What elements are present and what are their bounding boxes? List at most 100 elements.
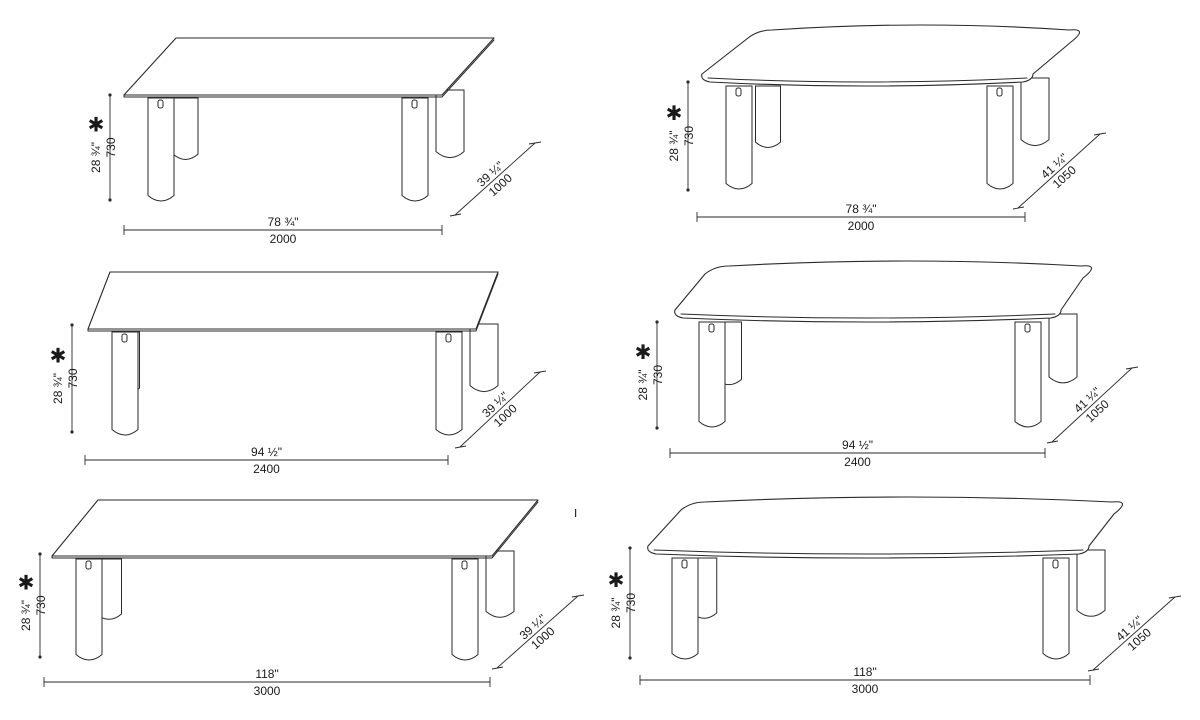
height-mm-label: 730 xyxy=(34,595,48,615)
depth-dimension-tick xyxy=(1046,440,1059,444)
depth-dimension-line xyxy=(459,371,541,448)
table-top xyxy=(87,271,499,330)
height-inches-label: 28 ¾" xyxy=(636,370,650,401)
back-leg-right xyxy=(469,323,499,393)
height-dimension-end xyxy=(108,198,112,202)
height-mm-label: 730 xyxy=(651,365,665,385)
depth-dimension-tick xyxy=(1087,668,1100,672)
back-leg-right xyxy=(1048,313,1078,384)
height-dimension-end xyxy=(38,552,42,556)
back-leg-left xyxy=(755,85,781,148)
height-inches-label: 28 ¾" xyxy=(19,600,33,631)
depth-dimension-tick xyxy=(491,666,504,670)
depth-dimension-line xyxy=(1017,133,1101,209)
height-inches-label: 28 ¾" xyxy=(51,373,65,404)
depth-dimension-tick xyxy=(528,141,542,145)
depth-dimension-tick xyxy=(1093,132,1107,136)
depth-dimension-tick xyxy=(533,370,547,374)
table-top-edge xyxy=(680,313,1056,319)
height-dimension-end xyxy=(686,188,690,192)
height-dimension-end xyxy=(70,323,74,327)
front-leg-left xyxy=(671,557,699,660)
height-inches-label: 28 ¾" xyxy=(609,598,623,629)
height-note-mark: ✱ xyxy=(635,340,652,364)
front-leg-right xyxy=(986,85,1014,190)
front-leg-left xyxy=(698,321,726,428)
leg-bracket-left xyxy=(121,333,128,343)
table-top xyxy=(123,37,495,96)
height-dimension-end xyxy=(655,426,659,430)
height-dimension-end xyxy=(628,656,632,660)
height-note-mark: ✱ xyxy=(666,101,683,125)
width-mm-label: 2000 xyxy=(270,232,297,246)
leg-bracket-right xyxy=(445,333,452,343)
height-dimension-end xyxy=(70,430,74,434)
depth-dimension-tick xyxy=(1125,366,1139,370)
front-leg-left xyxy=(75,558,103,661)
height-inches-label: 28 ¾" xyxy=(667,131,681,162)
depth-dimension-tick xyxy=(449,213,462,217)
width-inches-label: 94 ½" xyxy=(251,445,282,459)
height-mm-label: 730 xyxy=(624,593,638,613)
front-leg-right xyxy=(1042,557,1070,660)
width-mm-label: 3000 xyxy=(852,682,879,696)
depth-dimension-tick xyxy=(1168,595,1182,599)
front-leg-left xyxy=(147,97,175,202)
height-mm-label: 730 xyxy=(104,137,118,157)
table-top xyxy=(674,260,1093,323)
leg-bracket-right xyxy=(461,560,468,570)
back-leg-left xyxy=(172,97,199,160)
front-leg-right xyxy=(1014,321,1042,428)
back-leg-right xyxy=(485,550,515,618)
leg-bracket-left xyxy=(735,87,742,97)
depth-dimension-line xyxy=(1092,596,1176,671)
front-leg-left xyxy=(725,85,753,190)
stray-mark xyxy=(575,509,577,517)
leg-bracket-left xyxy=(681,559,688,569)
depth-dimension-tick xyxy=(454,445,467,449)
height-dimension-end xyxy=(108,93,112,97)
width-mm-label: 2400 xyxy=(253,462,280,476)
front-leg-left xyxy=(111,331,139,436)
table-top xyxy=(51,499,539,557)
width-mm-label: 2400 xyxy=(844,455,871,469)
table-top-edge xyxy=(653,549,1084,555)
width-mm-label: 2000 xyxy=(848,219,875,233)
width-inches-label: 118" xyxy=(255,667,278,681)
depth-dimension-line xyxy=(1051,367,1133,443)
front-leg-right xyxy=(435,331,463,436)
height-dimension-end xyxy=(655,320,659,324)
height-note-mark: ✱ xyxy=(50,344,67,368)
width-inches-label: 94 ½" xyxy=(842,438,873,452)
table-top-edge xyxy=(87,273,499,332)
front-leg-right xyxy=(401,97,429,202)
table-top-edge xyxy=(123,39,495,98)
leg-bracket-left xyxy=(85,560,92,570)
front-leg-right xyxy=(451,558,479,661)
leg-bracket-right xyxy=(1024,323,1031,333)
table-top-edge xyxy=(707,77,1028,83)
width-inches-label: 118" xyxy=(853,665,876,679)
leg-bracket-right xyxy=(996,87,1003,97)
height-mm-label: 730 xyxy=(682,126,696,146)
height-dimension-end xyxy=(628,546,632,550)
height-dimension-end xyxy=(686,80,690,84)
leg-bracket-right xyxy=(411,99,418,109)
width-inches-label: 78 ¾" xyxy=(268,215,299,229)
back-leg-right xyxy=(435,89,465,159)
height-mm-label: 730 xyxy=(66,368,80,388)
depth-dimension-line xyxy=(454,142,536,216)
height-inches-label: 28 ¾" xyxy=(89,142,103,173)
table-top xyxy=(701,24,1081,87)
leg-bracket-left xyxy=(708,323,715,333)
width-mm-label: 3000 xyxy=(254,684,281,698)
depth-dimension-tick xyxy=(571,594,585,598)
table-top-edge xyxy=(51,501,539,559)
height-note-mark: ✱ xyxy=(88,113,105,137)
